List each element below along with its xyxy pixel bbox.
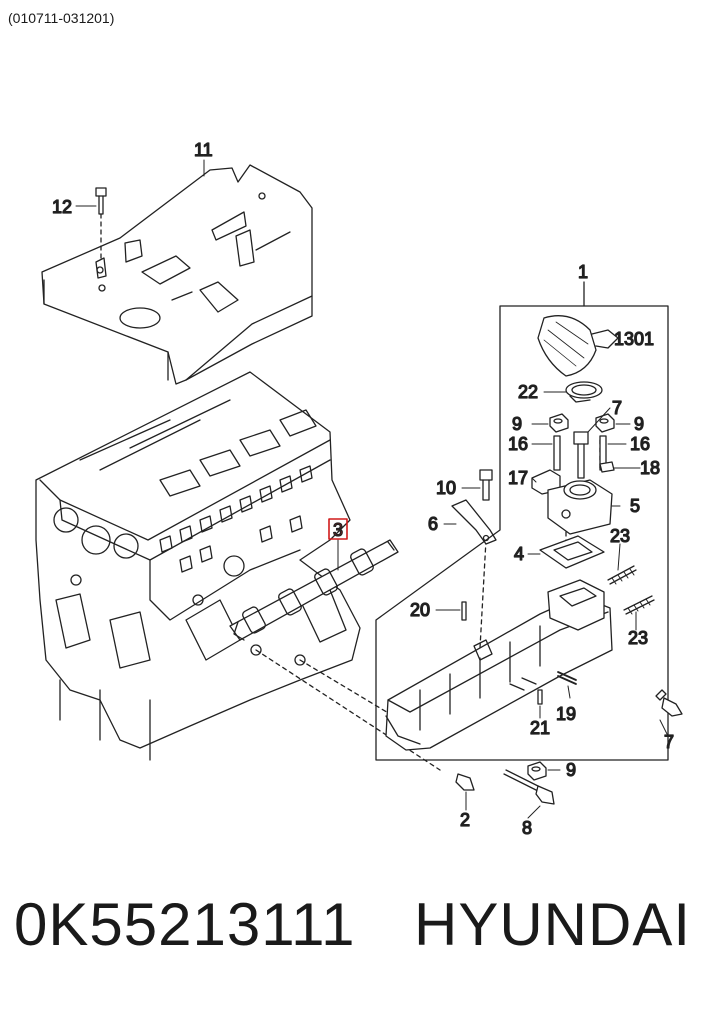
callout-22: 22: [518, 382, 538, 402]
bolt-7-lower: [655, 689, 683, 717]
callout-4: 4: [514, 544, 524, 564]
callout-12: 12: [52, 197, 72, 217]
callout-9-right: 9: [634, 414, 644, 434]
stud-23-lower: [623, 595, 655, 615]
exploded-parts-diagram: 11 12 1 1301 22 7 9 9 16 16 17 18 10 5 6…: [35, 139, 683, 839]
callout-11: 11: [194, 140, 213, 160]
callout-2: 2: [460, 810, 470, 830]
callout-7-lower: 7: [664, 732, 674, 752]
callout-10: 10: [436, 478, 456, 498]
stud-23-upper: [607, 565, 637, 585]
callout-17: 17: [508, 468, 528, 488]
footer: 0K55213111 HYUNDAI: [0, 890, 701, 1000]
callout-leaders: [75, 159, 669, 819]
callout-3: 3: [333, 520, 343, 540]
bolt-8: [503, 769, 555, 805]
callout-21: 21: [530, 718, 550, 738]
bolt-7-upper: [573, 431, 589, 479]
callout-19: 19: [556, 704, 576, 724]
pin-19: [557, 671, 577, 685]
callout-7-upper: 7: [612, 398, 622, 418]
engine-cover: [41, 164, 313, 385]
intake-gasket-3: [229, 539, 399, 641]
callout-9-left: 9: [512, 414, 522, 434]
gasket-4: [539, 535, 605, 569]
bolt-2: [455, 773, 475, 791]
egr-valve-5: [547, 479, 613, 535]
callout-6: 6: [428, 514, 438, 534]
callout-3-highlight: 3: [328, 518, 348, 541]
bolt-10: [479, 469, 493, 501]
callout-1301: 1301: [614, 329, 654, 349]
nut-9-lower: [527, 761, 547, 781]
pin-21: [537, 689, 543, 705]
callout-8: 8: [522, 818, 532, 838]
pin-20: [461, 601, 467, 621]
callout-23-lower: 23: [628, 628, 648, 648]
callout-23-upper: 23: [610, 526, 630, 546]
egr-cooler-assembly-box: [375, 281, 669, 761]
hose-clamp-22: [565, 381, 603, 403]
nut-9-left: [549, 413, 569, 433]
brand-name: HYUNDAI: [414, 891, 692, 958]
callout-9-lower: 9: [566, 760, 576, 780]
callout-5: 5: [630, 496, 640, 516]
callout-16-right: 16: [630, 434, 650, 454]
egr-hose: [537, 315, 619, 377]
bolt-12: [95, 187, 107, 263]
callout-1: 1: [578, 262, 588, 282]
part-number: 0K55213111: [14, 891, 356, 958]
clip-18: [599, 461, 615, 473]
callout-16-left: 16: [508, 434, 528, 454]
egr-cooler: [385, 579, 613, 751]
engine-block: [35, 371, 361, 761]
callout-20: 20: [410, 600, 430, 620]
stud-16-left: [553, 435, 561, 471]
date-range: (010711-031201): [8, 10, 115, 26]
callout-18: 18: [640, 458, 660, 478]
